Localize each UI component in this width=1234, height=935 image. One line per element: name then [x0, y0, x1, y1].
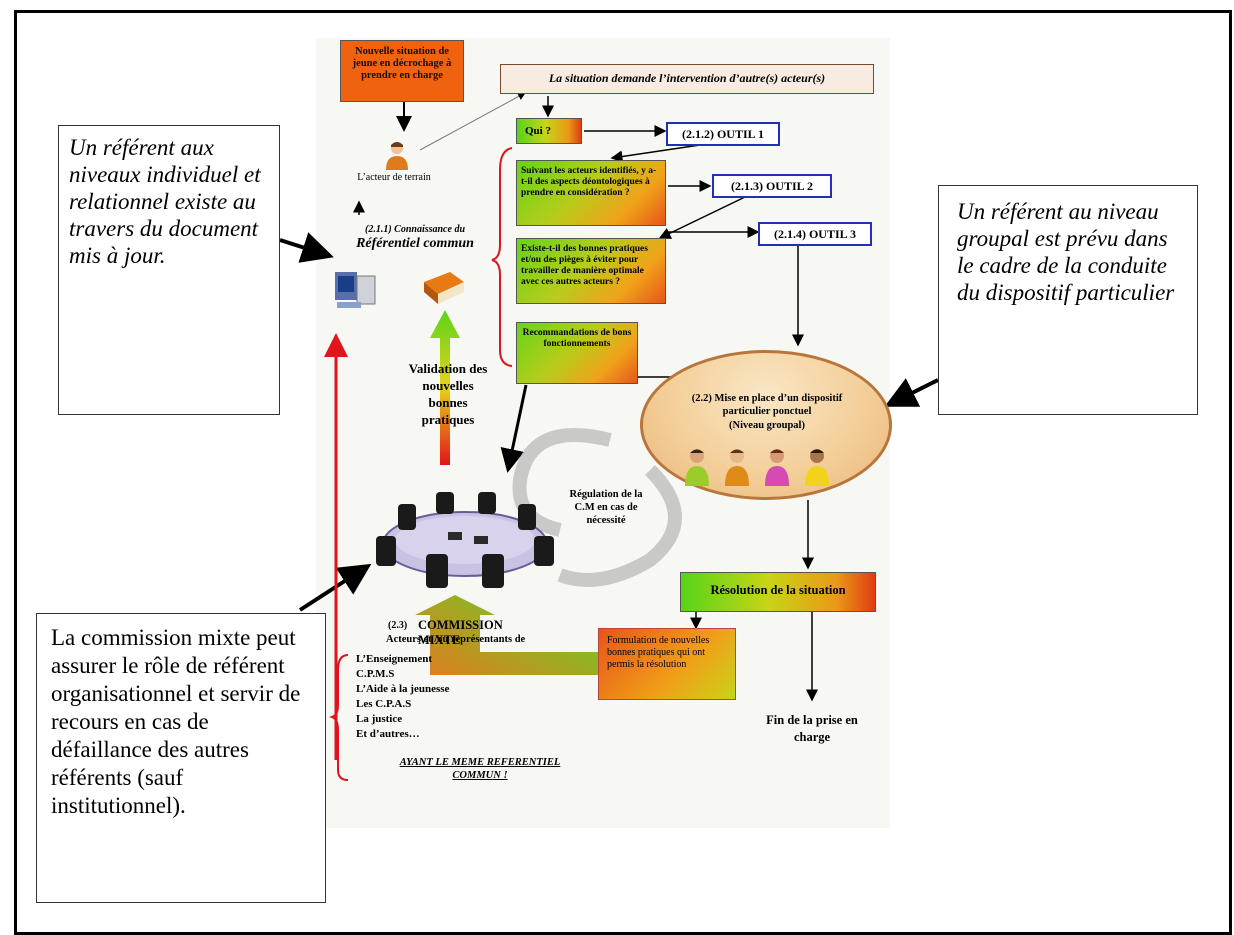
note-right-arrow: [884, 378, 939, 407]
commission-subtitle: Acteurs et /ou représentants de: [386, 634, 526, 645]
resolution-box: Résolution de la situation: [680, 572, 876, 612]
intervention-box: La situation demande l’intervention d’au…: [500, 64, 874, 94]
commission-member: L’Enseignement: [356, 653, 432, 665]
commission-member: L’Aide à la jeunesse: [356, 683, 450, 695]
commission-title: COMMISSION MIXTE: [418, 618, 503, 647]
outil-3-box: (2.1.4) OUTIL 3: [758, 222, 872, 246]
formulation-text: Formulation de nouvelles bonnes pratique…: [607, 635, 710, 670]
recommendations-text: Recommandations de bons fonctionnements: [522, 328, 632, 349]
outil-2-text: (2.1.3) OUTIL 2: [730, 179, 813, 193]
dispositif-label: (2.2) Mise en place d’un dispositif part…: [691, 393, 843, 417]
outil-3-text: (2.1.4) OUTIL 3: [773, 227, 856, 241]
note-group-referent-text: Un référent au niveau groupal est prévu …: [957, 199, 1175, 305]
note-individual-referent: Un référent aux niveaux individuel et re…: [58, 125, 280, 415]
note-individual-referent-text: Un référent aux niveaux individuel et re…: [69, 135, 261, 268]
good-practices-question-box: Existe-t-il des bonnes pratiques et/ou d…: [516, 238, 666, 304]
commission-number: (2.3): [388, 620, 408, 631]
outil-1-text: (2.1.2) OUTIL 1: [681, 127, 764, 141]
new-situation-box: Nouvelle situation de jeune en décrochag…: [340, 40, 464, 102]
commission-member: Et d’autres…: [356, 728, 420, 740]
knowledge-label: (2.1.1) Connaissance du: [364, 224, 465, 235]
good-practices-question-text: Existe-t-il des bonnes pratiques et/ou d…: [521, 244, 648, 287]
validation-arrow: [430, 310, 460, 465]
regulation-label: Régulation de la C.M en cas de nécessité: [569, 489, 643, 526]
qui-box: Qui ?: [516, 118, 582, 144]
intervention-text: La situation demande l’intervention d’au…: [548, 71, 826, 85]
commission-member: C.P.M.S: [356, 668, 395, 680]
resolution-text: Résolution de la situation: [710, 583, 846, 597]
meeting-table-icon: [370, 484, 560, 594]
commission-member: Les C.P.A.S: [356, 698, 412, 710]
new-situation-text: Nouvelle situation de jeune en décrochag…: [352, 46, 452, 81]
qui-text: Qui ?: [525, 125, 551, 137]
deontology-question-text: Suivant les acteurs identifiés, y a-t-il…: [521, 166, 657, 198]
person-icon: [384, 140, 410, 170]
note-left-bottom-arrow: [298, 563, 372, 612]
validation-label: Validation des nouvelles bonnes pratique…: [408, 361, 488, 427]
commission-members-list: L’Enseignement C.P.M.S L’Aide à la jeune…: [356, 652, 506, 742]
note-group-referent: Un référent au niveau groupal est prévu …: [938, 185, 1198, 415]
referentiel-label: Référentiel commun: [356, 236, 474, 251]
group-people-icon: [682, 446, 832, 486]
note-commission-referent: La commission mixte peut assurer le rôle…: [36, 613, 326, 903]
outil-1-box: (2.1.2) OUTIL 1: [666, 122, 780, 146]
note-left-top-arrow: [279, 232, 334, 263]
outil-2-box: (2.1.3) OUTIL 2: [712, 174, 832, 198]
niveau-groupal-label: (Niveau groupal): [729, 420, 805, 431]
commission-member: La justice: [356, 713, 403, 725]
dispositif-ellipse: [640, 350, 892, 500]
end-label: Fin de la prise en charge: [766, 713, 858, 744]
deontology-question-box: Suivant les acteurs identifiés, y a-t-il…: [516, 160, 666, 226]
note-commission-referent-text: La commission mixte peut assurer le rôle…: [51, 625, 301, 818]
book-icon: [420, 268, 466, 308]
recommendations-box: Recommandations de bons fonctionnements: [516, 322, 638, 384]
formulation-box: Formulation de nouvelles bonnes pratique…: [598, 628, 736, 700]
actor-label: L’acteur de terrain: [357, 172, 431, 183]
common-referential-note: AYANT LE MEME REFERENTIEL COMMUN !: [399, 757, 561, 781]
commission-arrow: [415, 595, 600, 695]
computer-icon: [333, 268, 379, 312]
